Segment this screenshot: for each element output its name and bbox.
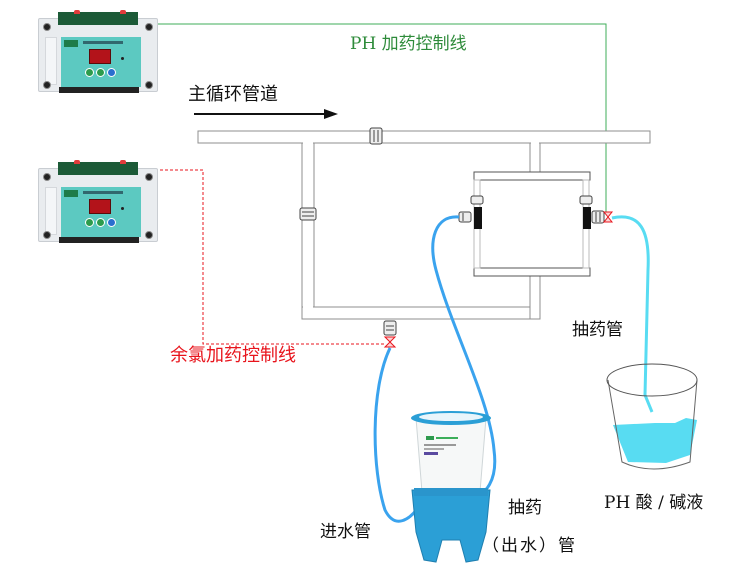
ph-control-line (150, 23, 607, 214)
manifold-fitting-right-top (579, 195, 593, 205)
controller-key-1 (85, 218, 94, 227)
brand-logo-icon (64, 40, 78, 47)
suction-tube-label: 抽药管 (572, 320, 623, 340)
brand-logo-icon (64, 190, 78, 197)
controller-key-3 (107, 68, 116, 77)
controller-key-1 (85, 68, 94, 77)
controller-face-panel (61, 37, 141, 87)
manifold-fitting-left-top (470, 195, 484, 205)
inlet-tube (373, 347, 422, 523)
sensor-manifold (473, 171, 591, 277)
led-display (89, 199, 111, 214)
pipe-fitting-bottom (383, 320, 397, 336)
ph-suction-tube (611, 215, 654, 413)
dosing-dispenser (411, 411, 491, 563)
ph-control-line-label: PH 加药控制线 (350, 34, 467, 54)
terminal-block (58, 10, 138, 25)
chlorine-control-line (150, 169, 386, 345)
inlet-tube-label: 进水管 (320, 522, 371, 542)
ph-liquid-beaker (606, 363, 698, 470)
terminal-block (58, 160, 138, 175)
main-pipe-label: 主循环管道 (188, 84, 278, 105)
controller-key-2 (96, 218, 105, 227)
ph-controller (38, 10, 158, 93)
controller-housing (38, 168, 158, 243)
chlorine-sample-fitting (458, 211, 472, 223)
controller-face-panel (61, 187, 141, 237)
controller-key-2 (96, 68, 105, 77)
chlorine-injection-valve-icon (383, 336, 397, 348)
ph-injection-valve-icon (602, 211, 614, 223)
outlet-tube-label-line2: （出水）管 (482, 536, 577, 556)
chlorine-controller (38, 160, 158, 243)
controller-key-3 (107, 218, 116, 227)
pipe-fitting-top (369, 127, 383, 145)
led-display (89, 49, 111, 64)
outlet-tube (431, 215, 497, 500)
flow-direction-arrow (194, 109, 338, 119)
controller-housing (38, 18, 158, 93)
ph-sample-fitting (591, 210, 605, 224)
ph-electrode (583, 207, 591, 229)
outlet-tube-label-line1: 抽药 (508, 498, 542, 518)
pipe-fitting-left (299, 207, 317, 221)
chlorine-electrode (474, 207, 482, 229)
chlorine-control-line-label: 余氯加药控制线 (170, 345, 296, 366)
ph-liquid-label: PH 酸 / 碱液 (604, 493, 704, 513)
main-circulation-pipe (197, 130, 651, 320)
